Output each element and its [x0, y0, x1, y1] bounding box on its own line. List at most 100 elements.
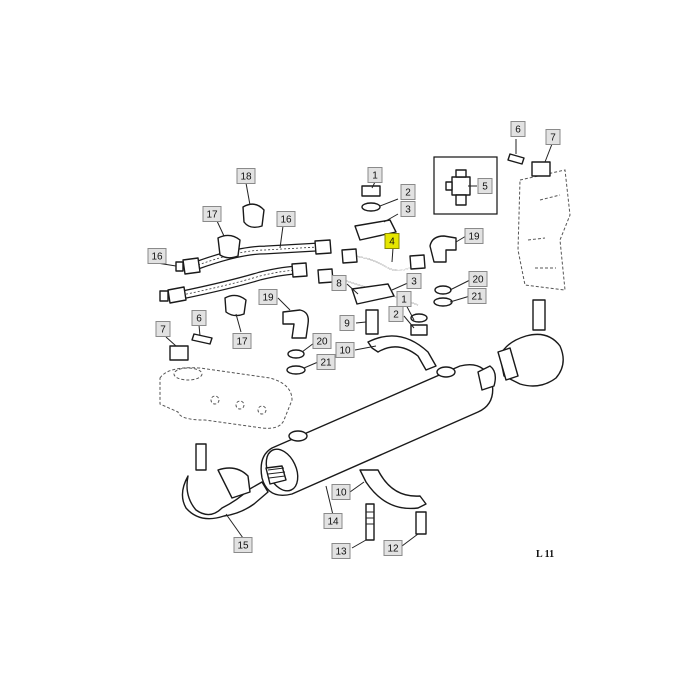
callout-14[interactable]: 14 [323, 513, 343, 529]
callout-label: 15 [237, 541, 249, 552]
callout-label: 19 [468, 232, 480, 243]
callout-box [202, 206, 222, 222]
callout-label: 18 [240, 172, 252, 183]
callout-9[interactable]: 9 [339, 315, 355, 331]
u-clamps [359, 309, 437, 510]
callout-box [388, 306, 404, 322]
callout-label: 5 [482, 182, 488, 193]
callout-box [323, 513, 343, 529]
callout-2[interactable]: 2 [388, 306, 404, 322]
leader-lines [156, 139, 553, 549]
callout-15[interactable]: 15 [233, 537, 253, 553]
callout-box [335, 342, 355, 358]
callout-6[interactable]: 6 [191, 310, 207, 326]
callout-label: 12 [387, 544, 399, 555]
callout-label: 16 [280, 215, 292, 226]
callout-21[interactable]: 21 [316, 354, 336, 370]
callout-box [233, 537, 253, 553]
top-clamp-stack [351, 185, 428, 336]
callout-box [339, 315, 355, 331]
callout-12[interactable]: 12 [383, 540, 403, 556]
callout-label: 10 [335, 488, 347, 499]
callout-box [312, 333, 332, 349]
callout-label: 3 [411, 277, 417, 288]
callout-2[interactable]: 2 [400, 184, 416, 200]
callout-box [331, 484, 351, 500]
callout-label: 2 [393, 310, 399, 321]
callout-box [384, 233, 400, 249]
callout-3[interactable]: 3 [400, 201, 416, 217]
callout-19[interactable]: 19 [464, 228, 484, 244]
callout-17[interactable]: 17 [232, 333, 252, 349]
callout-label: 8 [336, 279, 342, 290]
callout-1[interactable]: 1 [367, 167, 383, 183]
callout-box [468, 271, 488, 287]
callout-box [464, 228, 484, 244]
drawing-reference: L 11 [536, 549, 554, 560]
callout-box [477, 178, 493, 194]
callout-label: 7 [550, 133, 556, 144]
callout-10[interactable]: 10 [331, 484, 351, 500]
callout-label: 4 [389, 237, 395, 248]
callout-5[interactable]: 5 [477, 178, 493, 194]
callout-3[interactable]: 3 [406, 273, 422, 289]
callout-box [331, 275, 347, 291]
callout-box [232, 333, 252, 349]
callout-box [406, 273, 422, 289]
callout-19[interactable]: 19 [258, 289, 278, 305]
tie-rod-ends [181, 299, 564, 520]
callout-label: 21 [320, 358, 332, 369]
callout-7[interactable]: 7 [545, 129, 561, 145]
hose-assembly [159, 239, 332, 304]
callout-label: 19 [262, 293, 274, 304]
callout-box [276, 211, 296, 227]
callout-box [155, 321, 171, 337]
callout-box [258, 289, 278, 305]
hose-clamps [217, 203, 265, 317]
callout-10[interactable]: 10 [335, 342, 355, 358]
callout-label: 1 [372, 171, 378, 182]
callout-box [383, 540, 403, 556]
callout-label: 10 [339, 346, 351, 357]
callout-box [400, 184, 416, 200]
callout-18[interactable]: 18 [236, 168, 256, 184]
callout-label: 2 [405, 188, 411, 199]
callout-4[interactable]: 4 [384, 233, 400, 249]
callout-box [467, 288, 487, 304]
callout-21[interactable]: 21 [467, 288, 487, 304]
callout-label: 16 [151, 252, 163, 263]
callout-label: 13 [335, 547, 347, 558]
callout-16[interactable]: 16 [276, 211, 296, 227]
callout-label: 20 [472, 275, 484, 286]
right-axle-bracket [517, 169, 571, 291]
callout-box [147, 248, 167, 264]
callout-box [236, 168, 256, 184]
callout-box [396, 291, 412, 307]
fasteners [169, 153, 551, 541]
callout-box [191, 310, 207, 326]
callout-7[interactable]: 7 [155, 321, 171, 337]
callout-label: 9 [344, 319, 350, 330]
callout-1[interactable]: 1 [396, 291, 412, 307]
callout-label: 7 [160, 325, 166, 336]
callout-20[interactable]: 20 [312, 333, 332, 349]
callout-label: 6 [196, 314, 202, 325]
callout-box [400, 201, 416, 217]
callout-6[interactable]: 6 [510, 121, 526, 137]
callout-20[interactable]: 20 [468, 271, 488, 287]
steering-cylinder [260, 364, 497, 496]
callout-label: 1 [401, 295, 407, 306]
callout-label: 17 [206, 210, 218, 221]
callout-17[interactable]: 17 [202, 206, 222, 222]
callout-label: 21 [471, 292, 483, 303]
callout-13[interactable]: 13 [331, 543, 351, 559]
callout-label: 14 [327, 517, 339, 528]
callout-box [510, 121, 526, 137]
callout-box [316, 354, 336, 370]
callout-label: 3 [405, 205, 411, 216]
callout-16[interactable]: 16 [147, 248, 167, 264]
callout-8[interactable]: 8 [331, 275, 347, 291]
